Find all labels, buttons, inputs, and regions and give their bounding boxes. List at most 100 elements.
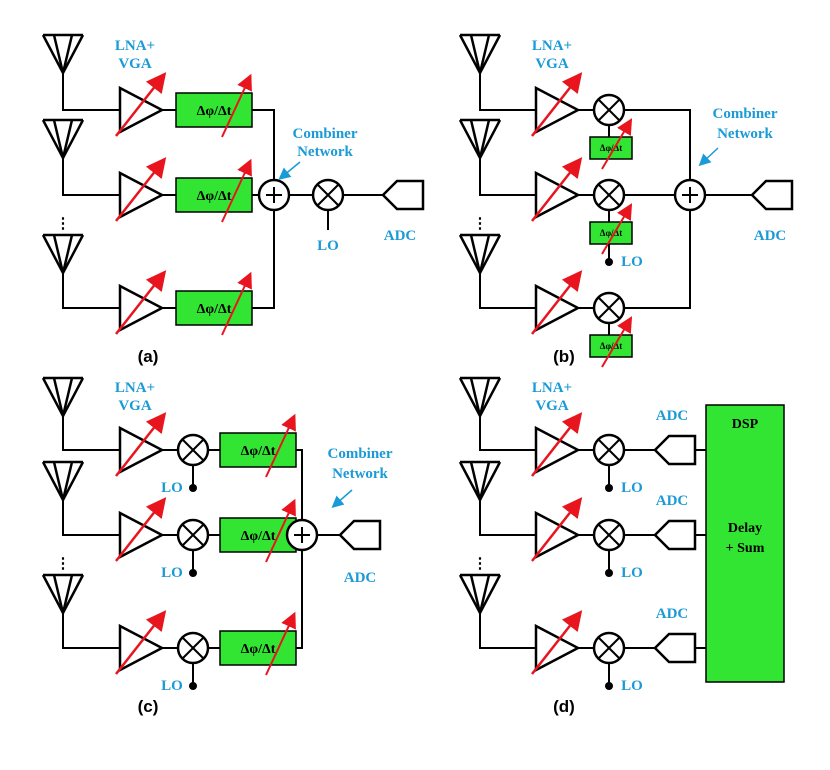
lo-terminal xyxy=(189,484,197,492)
wire xyxy=(62,158,120,196)
adc-label: ADC xyxy=(754,228,787,244)
phase-shifter-label: Δφ/Δt xyxy=(197,189,232,204)
phase-shifter-label: Δφ/Δt xyxy=(197,104,232,119)
phase-shifter-label: Δφ/Δt xyxy=(600,341,622,351)
amp-body xyxy=(534,283,581,333)
mixer-x xyxy=(181,523,205,547)
tunable-arrow xyxy=(265,611,296,676)
mixer-icon xyxy=(311,178,345,212)
wire xyxy=(296,449,303,520)
antenna-inner xyxy=(52,461,65,501)
antenna-body xyxy=(458,34,502,76)
adc-body xyxy=(338,519,382,551)
phase-shifter-label: Δφ/Δt xyxy=(197,302,232,317)
wire xyxy=(479,73,536,111)
mixer-x xyxy=(597,523,621,547)
antenna-inner xyxy=(61,574,74,614)
antenna-inner xyxy=(61,34,74,74)
phase-shifter-label: Δφ/Δt xyxy=(241,444,276,459)
antenna-inner xyxy=(52,34,65,74)
caption-c: (c) xyxy=(138,697,159,716)
antenna-inner xyxy=(61,234,74,274)
adc-icon xyxy=(653,519,697,551)
lo-terminal xyxy=(605,484,613,492)
antenna-inner xyxy=(61,119,74,159)
lna-vga-amplifier-icon xyxy=(531,270,583,335)
adc-body xyxy=(750,179,794,211)
lo-terminal xyxy=(605,258,613,266)
adc-icon xyxy=(653,632,697,664)
antenna-inner xyxy=(61,377,74,417)
lna-vga-amplifier-icon xyxy=(531,72,583,137)
antenna-inner xyxy=(469,377,482,417)
phase-shifter-block xyxy=(589,221,633,245)
adc-label: ADC xyxy=(656,493,689,509)
antenna-inner xyxy=(52,119,65,159)
antenna-icon xyxy=(41,233,85,276)
lo-terminal xyxy=(605,682,613,690)
sum-label: + Sum xyxy=(726,541,765,556)
mixer-icon xyxy=(592,291,626,325)
antenna-body xyxy=(41,119,85,161)
mixer-icon xyxy=(592,433,626,467)
wire xyxy=(62,416,120,451)
ellipsis: ⋮ xyxy=(473,556,488,572)
vga-label: VGA xyxy=(535,398,569,414)
amp-body xyxy=(534,425,581,475)
vga-label: VGA xyxy=(118,56,152,72)
lo-terminal xyxy=(605,569,613,577)
dsp-label: DSP xyxy=(732,417,759,432)
antenna-inner xyxy=(469,119,482,159)
wire xyxy=(479,613,536,649)
antenna-body xyxy=(458,377,502,419)
mixer-icon xyxy=(592,178,626,212)
wire xyxy=(62,73,120,111)
ellipsis: ⋮ xyxy=(473,216,488,232)
network-label: Network xyxy=(717,126,773,142)
antenna-inner xyxy=(61,461,74,501)
phase-shifter-label: Δφ/Δt xyxy=(241,529,276,544)
mixer-x xyxy=(597,438,621,462)
antenna-inner xyxy=(469,34,482,74)
wire xyxy=(479,500,536,536)
lna-vga-amplifier-icon xyxy=(115,497,167,562)
adc-label: ADC xyxy=(656,606,689,622)
combiner-sum-icon xyxy=(285,518,319,552)
antenna-body xyxy=(41,34,85,76)
antenna-icon xyxy=(458,33,502,76)
lo-terminal xyxy=(189,682,197,690)
wire xyxy=(479,416,536,451)
vga-label: VGA xyxy=(535,56,569,72)
antenna-inner xyxy=(52,574,65,614)
ellipsis: ⋮ xyxy=(56,216,71,232)
amp-body xyxy=(118,85,165,135)
delay-label: Delay xyxy=(728,521,762,536)
mixer-icon xyxy=(592,518,626,552)
antenna-body xyxy=(41,574,85,616)
antenna-inner xyxy=(52,234,65,274)
antenna-body xyxy=(458,119,502,161)
phase-shifter-label: Δφ/Δt xyxy=(600,228,622,238)
amp-body xyxy=(534,170,581,220)
caption-b: (b) xyxy=(553,347,575,366)
adc-body xyxy=(653,632,697,664)
antenna-icon xyxy=(41,33,85,76)
lo-label: LO xyxy=(161,678,183,694)
antenna-inner xyxy=(52,377,65,417)
network-label: Network xyxy=(297,144,353,160)
antenna-icon xyxy=(41,376,85,419)
antenna-inner xyxy=(478,377,491,417)
lo-label: LO xyxy=(161,565,183,581)
mixer-x xyxy=(316,183,340,207)
mixer-x xyxy=(597,296,621,320)
adc-label: ADC xyxy=(656,408,689,424)
combiner-label: Combiner xyxy=(713,106,778,122)
tunable-arrow xyxy=(601,203,633,255)
variable-gain-arrow xyxy=(115,157,167,222)
variable-gain-arrow xyxy=(115,72,167,137)
antenna-icon xyxy=(458,118,502,161)
antenna-body xyxy=(41,377,85,419)
amp-body xyxy=(118,623,165,673)
adc-label: ADC xyxy=(344,570,377,586)
